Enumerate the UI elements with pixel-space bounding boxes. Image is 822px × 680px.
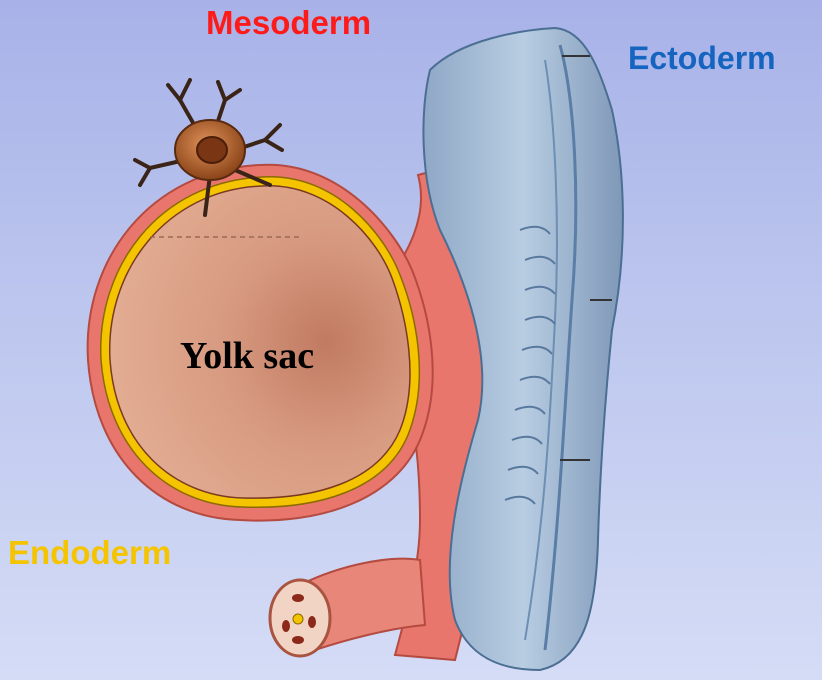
lumen-segment <box>282 620 290 632</box>
lumen-segment <box>292 594 304 602</box>
lumen-segment <box>308 616 316 628</box>
mesoderm-label: Mesoderm <box>206 4 371 42</box>
lumen-segment <box>292 636 304 644</box>
ectoderm-label: Ectoderm <box>628 40 776 77</box>
endoderm-label: Endoderm <box>8 534 171 572</box>
yolk-sac-label: Yolk sac <box>180 334 314 378</box>
notochord <box>293 614 303 624</box>
cell-nucleus <box>197 137 227 163</box>
